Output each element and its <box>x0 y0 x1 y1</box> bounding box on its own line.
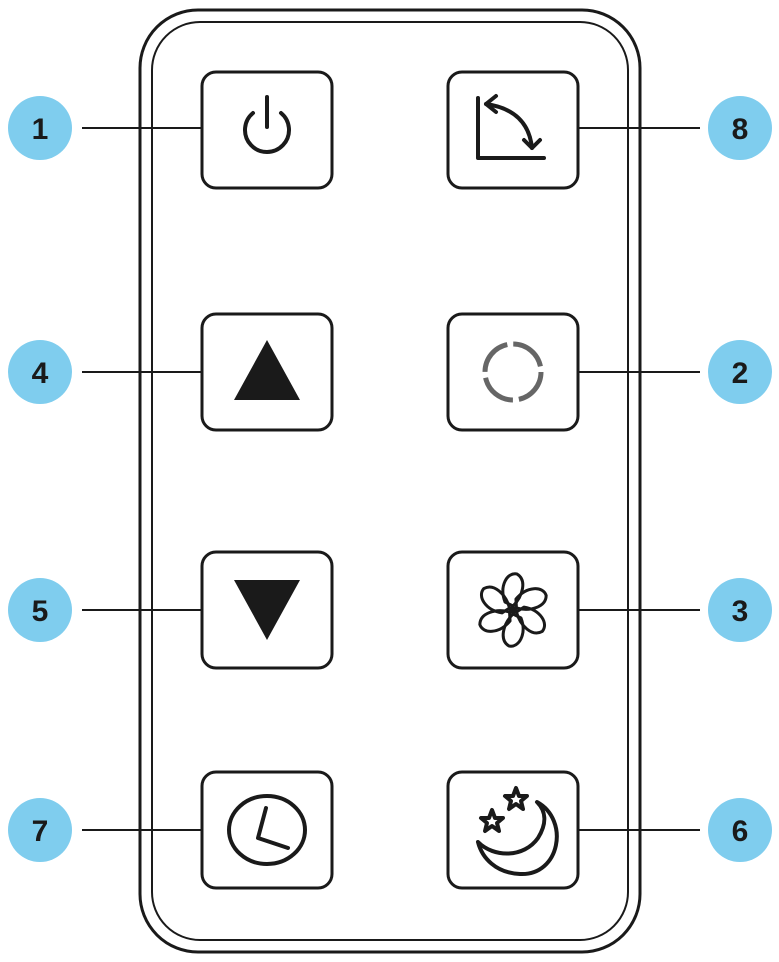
power-icon <box>243 95 291 154</box>
callout-badge-4: 4 <box>8 340 72 404</box>
moon-stars-icon <box>476 786 559 877</box>
callout-badge-8: 8 <box>708 96 772 160</box>
svg-text:1: 1 <box>32 113 49 146</box>
star-icon <box>479 808 505 833</box>
callout-badge-5: 5 <box>8 578 72 642</box>
down-arrow-icon <box>234 580 300 640</box>
down-button[interactable] <box>200 550 334 670</box>
up-arrow-icon <box>234 340 300 400</box>
mode-button[interactable] <box>446 312 580 432</box>
remote-outer-outline <box>138 8 642 954</box>
svg-text:4: 4 <box>32 357 49 390</box>
fan-button[interactable] <box>446 550 580 670</box>
star-icon <box>503 786 529 811</box>
clock-icon <box>227 794 307 866</box>
callout-badge-3: 3 <box>708 578 772 642</box>
callout-badge-6: 6 <box>708 798 772 862</box>
up-button[interactable] <box>200 312 334 432</box>
svg-text:7: 7 <box>32 815 49 848</box>
sleep-button[interactable] <box>446 770 580 890</box>
remote-inner-outline <box>151 21 629 941</box>
power-button[interactable] <box>200 70 334 190</box>
callout-badge-1: 1 <box>8 96 72 160</box>
callout-badge-2: 2 <box>708 340 772 404</box>
oscillation-button[interactable] <box>446 70 580 190</box>
fan-hub <box>509 606 517 614</box>
svg-text:8: 8 <box>732 113 749 146</box>
svg-text:2: 2 <box>732 357 749 390</box>
fan-icon <box>478 572 548 648</box>
timer-button[interactable] <box>200 770 334 890</box>
svg-text:5: 5 <box>32 595 49 628</box>
svg-text:6: 6 <box>732 815 749 848</box>
svg-text:3: 3 <box>732 595 749 628</box>
fan-blade <box>479 585 512 615</box>
mode-circle-icon <box>482 341 544 403</box>
oscillation-icon <box>476 94 546 160</box>
callout-badge-7: 7 <box>8 798 72 862</box>
